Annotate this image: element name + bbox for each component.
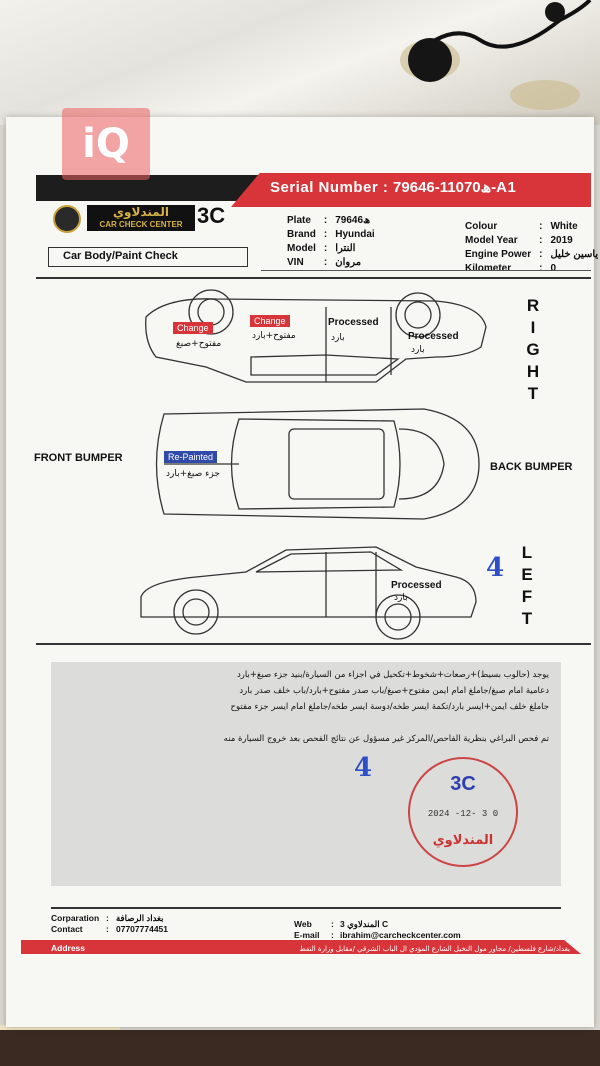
logo-arabic: المندلاوي [87,205,195,219]
right-note-2: مفتوح+بارد [252,331,296,341]
vehicle-info-left: Plate:ﮪ79646 Brand:Hyundai Model:النترا … [282,213,380,271]
model-value: النترا [335,243,356,254]
right-note-4: بارد [411,345,425,355]
right-letter: G [526,340,540,359]
vin-value: مروان [335,257,362,268]
fabric-pattern [510,80,580,110]
serial-value: 11070-79646-A1 [393,179,517,196]
serial-label: Serial Number : [270,179,389,196]
car-top-view-diagram [155,408,480,520]
web-label: Web [294,919,312,929]
footer-line [51,907,561,909]
left-letter: T [521,609,533,628]
engine-label: Engine Power [465,249,532,260]
model-label: Model [287,243,316,254]
contact-sep: : [106,924,109,934]
info-underline [261,270,591,271]
note-line: جاملغ خلف ايمن+ايسر بارد/تكمة ايسر طخه/د… [230,702,549,712]
colour-label: Colour [465,221,498,232]
right-tag-1: Change [173,322,213,334]
address-value: بغداد/شارع فلسطين/ مجاور مول النخيل الشا… [299,945,570,953]
right-tag-4: Processed [408,331,459,342]
colour-value: White [550,221,578,232]
inspection-report: Serial Number : ﮪ11070-79646-A1 المندلاو… [6,117,598,1027]
right-note-1: مفتوح+صبغ [176,339,222,349]
note-line: تم فحص البراغي بنظرية الفاحص/المركز غير … [223,734,549,744]
corp-sep: : [106,913,109,923]
notes-divider [36,643,591,645]
fabric-background [0,0,600,125]
stamp-title: 3C [450,773,476,795]
logo-english: CAR CHECK CENTER [87,219,195,231]
year-value: 2019 [550,235,573,246]
brand-label: Brand [287,229,316,240]
stamp-name: المندلاوي [432,833,494,848]
serial-red-band [231,173,591,207]
cable-object [408,0,592,82]
left-letter: L [521,543,533,562]
right-letter: I [530,318,536,337]
left-letter: F [521,587,533,606]
km-value: 0 [550,263,557,274]
company-stamp: 3C 2024 -12- 3 0 المندلاوي [408,757,518,867]
email-value: ibrahim@carcheckcenter.com [340,930,461,940]
company-logo: المندلاوي CAR CHECK CENTER 3C [53,203,226,235]
serial-suffix: ﮪ [480,179,492,196]
front-bumper-label: FRONT BUMPER [34,452,123,464]
brand-value: Hyundai [335,229,375,240]
top-note: جزء صبغ+بارد [166,469,220,479]
left-note: بارد [394,593,408,603]
engine-value: ياسين خليل [550,249,599,260]
right-tag-3: Processed [328,317,379,328]
section-title: Car Body/Paint Check [48,247,248,267]
back-bumper-label: BACK BUMPER [490,461,573,473]
year-label: Model Year [465,235,518,246]
car-left-side-diagram [140,546,477,640]
vehicle-info-right: Colour:White Model Year:2019 Engine Powe… [460,219,600,277]
handwritten-number: 4 [486,553,505,583]
email-sep: : [331,930,334,940]
note-line: يوجد (حالوب بسيط)+رصعات+شخوط+تكحيل في اج… [236,670,549,680]
contact-value: 07707774451 [116,924,169,934]
corp-value: بغداد الرصافة [116,913,164,923]
right-letter: H [526,362,540,381]
left-letter: E [521,565,533,584]
vin-label: VIN [287,257,304,268]
top-tag: Re-Painted [164,451,218,463]
notes-handwritten-number: 4 [354,753,373,783]
right-note-3: بارد [331,333,345,343]
plate-label: Plate [287,215,311,226]
email-label: E-mail [294,930,320,940]
serial-number: Serial Number : ﮪ11070-79646-A1 [270,178,516,196]
watermark-logo: iQ [62,108,150,180]
logo-3c: 3C [197,203,226,228]
dark-surface [0,1030,600,1066]
section-divider [36,277,591,279]
corp-label: Corparation [51,913,100,923]
right-letter: R [526,296,540,315]
right-letter: T [527,384,539,403]
address-bar [21,940,581,954]
left-tag: Processed [391,580,442,591]
km-label: Kilometer [465,263,512,274]
address-label: Address [51,943,86,953]
web-value: 3 المندلاوي C [340,919,389,929]
stamp-date: 2024 -12- 3 0 [427,809,499,819]
plate-value: ﮪ79646 [335,215,371,226]
contact-label: Contact [51,924,83,934]
note-line: دعامية امام صبغ/جاملغ امام ايمن مفتوح+صب… [239,686,549,696]
logo-badge-icon [53,205,81,233]
right-tag-2: Change [250,315,290,327]
web-sep: : [331,919,334,929]
